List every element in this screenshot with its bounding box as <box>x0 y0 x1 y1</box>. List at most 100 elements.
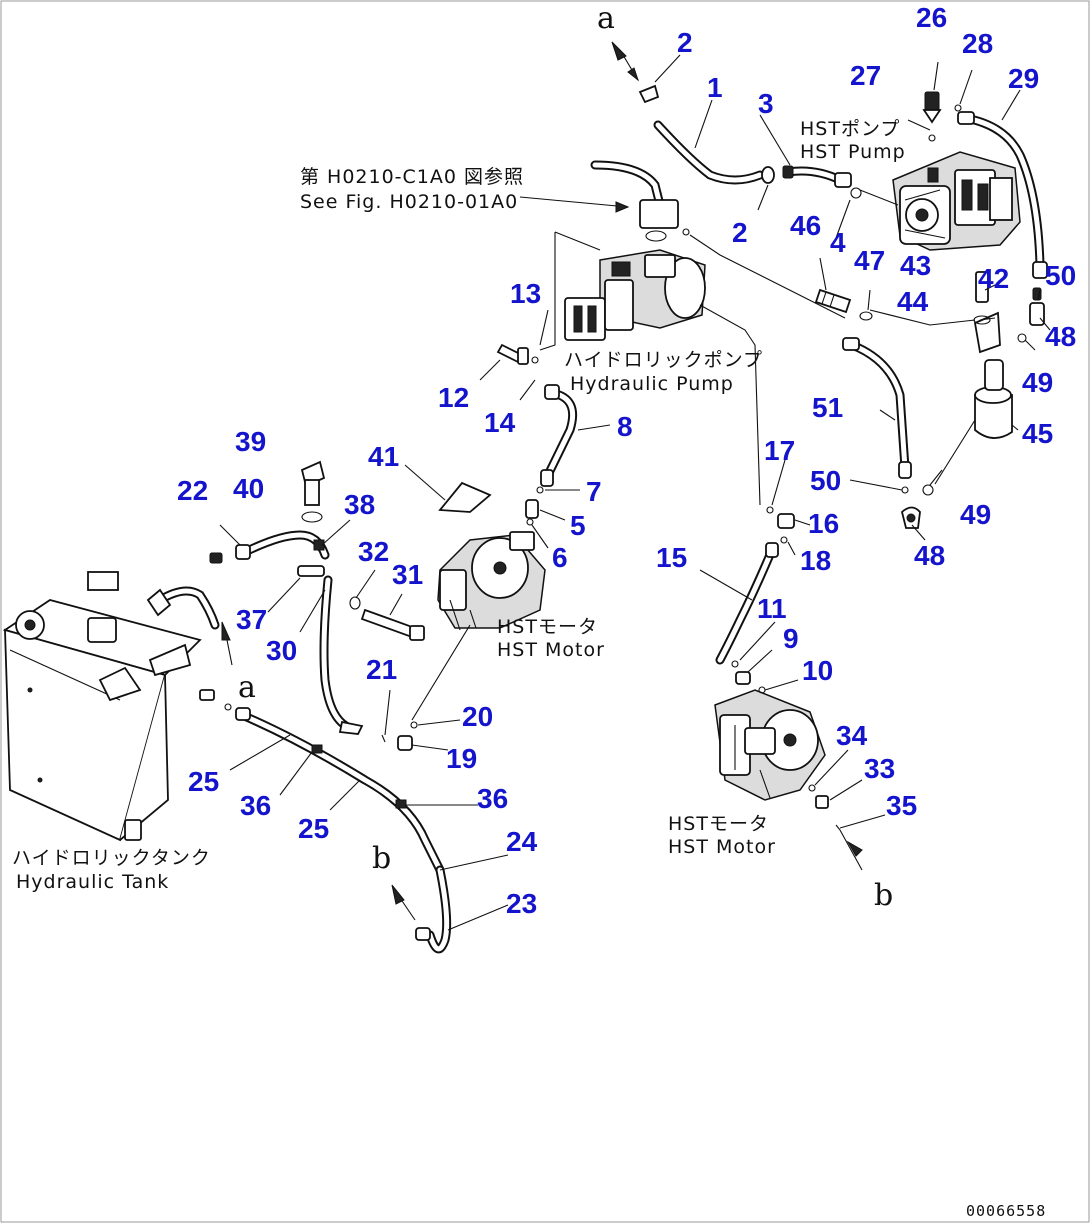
callout-28: 28 <box>962 28 993 59</box>
callout-36: 36 <box>240 790 271 821</box>
marker-a-tank: a <box>238 670 256 705</box>
hose-3 <box>782 165 852 188</box>
callout-42: 42 <box>978 263 1009 294</box>
hose-8 <box>540 384 578 487</box>
hose-30 <box>319 575 364 735</box>
oring-28 <box>954 104 962 112</box>
hydraulic-pump-jp-label: ハイドロリックポンプ <box>564 349 763 371</box>
hst-pump-jp-label: HSTポンプ <box>800 118 900 140</box>
callout-49: 49 <box>960 499 991 530</box>
callout-20: 20 <box>462 701 493 732</box>
oring-34 <box>808 784 816 792</box>
washer-40 <box>301 511 323 523</box>
callout-1: 1 <box>707 72 723 103</box>
leader-b-right <box>839 829 863 871</box>
callout-35: 35 <box>886 790 917 821</box>
oring-50-lower <box>901 486 909 494</box>
callout-2: 2 <box>732 217 748 248</box>
part-35 <box>835 824 841 831</box>
callout-13: 13 <box>510 278 541 309</box>
fitting-9 <box>735 671 751 685</box>
bracket-42 <box>973 271 1001 354</box>
hydraulic-tank-en-label: Hydraulic Tank <box>16 871 169 893</box>
oring-17 <box>766 506 774 514</box>
leaders <box>219 41 1051 931</box>
oring-tank <box>224 703 232 711</box>
callout-48: 48 <box>914 540 945 571</box>
callout-23: 23 <box>506 888 537 919</box>
callout-44: 44 <box>897 286 929 317</box>
callout-2: 2 <box>677 27 693 58</box>
bracket-13-lines <box>539 231 601 351</box>
callout-numbers: 1 2 2 3 4 5 6 7 8 9 10 11 12 13 14 15 16… <box>177 2 1076 919</box>
hst-motor-center-jp-label: HSTモータ <box>497 616 598 638</box>
hose-22 <box>209 530 330 564</box>
fitting-5 <box>525 499 539 519</box>
callout-8: 8 <box>617 411 633 442</box>
hose-1 <box>653 120 765 185</box>
oring-49-lower <box>922 484 934 496</box>
callout-48: 48 <box>1045 321 1076 352</box>
hose-29 <box>957 111 1048 279</box>
oring-7 <box>536 486 544 494</box>
callout-41: 41 <box>368 441 399 472</box>
callout-6: 6 <box>552 542 568 573</box>
hst-pump-en-label: HST Pump <box>800 141 906 163</box>
filter-45 <box>974 359 1013 439</box>
callout-5: 5 <box>570 510 586 541</box>
callout-50: 50 <box>1045 260 1076 291</box>
marker-b-right: b <box>874 878 893 913</box>
hst-motor-right-jp-label: HSTモータ <box>668 813 769 835</box>
callout-27: 27 <box>850 60 881 91</box>
clamp-2-top <box>638 84 660 104</box>
oring-6 <box>526 518 534 526</box>
suction-hose <box>146 586 220 630</box>
oring-11 <box>731 660 739 668</box>
hydraulic-tank <box>2 571 202 842</box>
callout-18: 18 <box>800 545 831 576</box>
bolt-12 <box>496 343 529 365</box>
pin-37 <box>297 565 325 577</box>
callout-12: 12 <box>438 382 469 413</box>
see-fig-en-label: See Fig. H0210-01A0 <box>300 191 518 213</box>
callout-11: 11 <box>757 593 787 624</box>
hose-51 <box>842 337 912 479</box>
oring-20 <box>410 721 418 729</box>
callout-15: 15 <box>656 542 687 573</box>
hydraulic-tank-jp-label: ハイドロリックタンク <box>12 847 211 869</box>
callout-40: 40 <box>233 473 264 504</box>
callout-43: 43 <box>900 250 931 281</box>
hose-25 <box>235 707 445 875</box>
callout-7: 7 <box>586 476 602 507</box>
callout-49: 49 <box>1022 367 1053 398</box>
hst-motor-right <box>714 689 826 801</box>
clip-38 <box>313 539 325 551</box>
oring-27 <box>928 134 936 142</box>
oring-47 <box>859 311 873 321</box>
callout-21: 21 <box>366 654 397 685</box>
callout-17: 17 <box>764 435 795 466</box>
callout-47: 47 <box>854 245 885 276</box>
hst-motor-center-en-label: HST Motor <box>497 639 605 661</box>
hst-motor-center <box>437 531 546 631</box>
document-number: 00066558 <box>966 1202 1046 1220</box>
marker-a-top: a <box>597 1 615 36</box>
callout-25: 25 <box>188 766 219 797</box>
oring-49-upper <box>1017 333 1027 343</box>
callout-36: 36 <box>477 783 508 814</box>
callout-34: 34 <box>836 720 868 751</box>
callout-3: 3 <box>758 88 774 119</box>
callout-37: 37 <box>236 604 267 635</box>
fitting-tank-return <box>199 689 215 701</box>
callout-10: 10 <box>802 655 833 686</box>
hose-23 <box>415 865 452 954</box>
hst-pump <box>892 151 1021 251</box>
callout-16: 16 <box>808 508 839 539</box>
valve-26 <box>922 91 942 124</box>
callout-51: 51 <box>812 392 843 423</box>
oring-18 <box>780 536 788 544</box>
callout-46: 46 <box>790 210 821 241</box>
